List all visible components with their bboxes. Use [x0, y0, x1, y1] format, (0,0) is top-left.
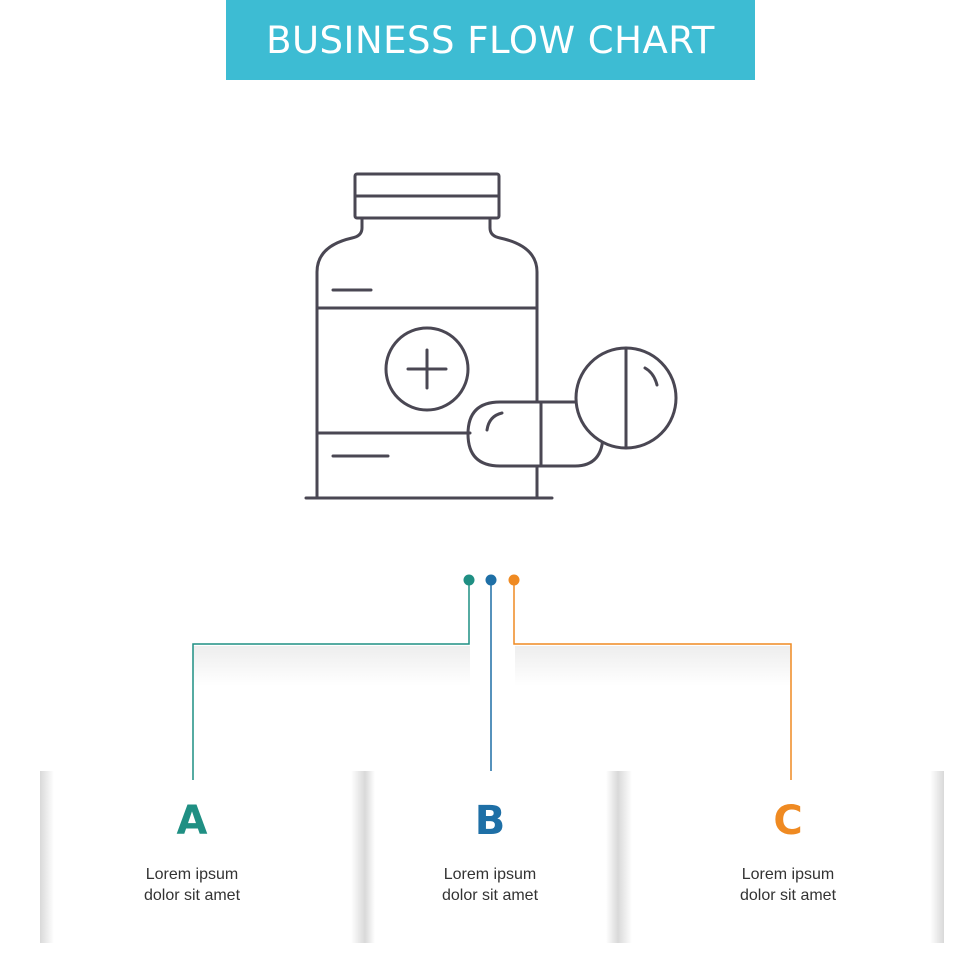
dot-a — [463, 574, 475, 586]
step-c-text: Lorem ipsum dolor sit amet — [678, 864, 898, 906]
step-c-line2: dolor sit amet — [739, 887, 837, 904]
title-banner: BUSINESS FLOW CHART — [226, 0, 755, 80]
card-c — [618, 771, 944, 943]
chart-title: BUSINESS FLOW CHART — [266, 18, 715, 62]
step-a-letter: A — [176, 798, 208, 844]
dot-b — [485, 574, 497, 586]
card-b — [365, 771, 618, 943]
step-b-line2: dolor sit amet — [441, 887, 539, 904]
dot-c — [508, 574, 520, 586]
step-a-text: Lorem ipsum dolor sit amet — [82, 864, 302, 906]
connector-c — [513, 585, 792, 780]
medicine-bottle-pills-icon — [304, 172, 678, 500]
step-a-line2: dolor sit amet — [143, 887, 241, 904]
step-c-line1: Lorem ipsum — [741, 866, 835, 883]
step-b-line1: Lorem ipsum — [443, 866, 537, 883]
connector-a — [192, 585, 470, 780]
step-b-text: Lorem ipsum dolor sit amet — [380, 864, 600, 906]
step-a-line1: Lorem ipsum — [145, 866, 239, 883]
step-b-letter: B — [474, 798, 506, 844]
step-c-letter: C — [773, 798, 803, 844]
card-a — [40, 771, 365, 943]
